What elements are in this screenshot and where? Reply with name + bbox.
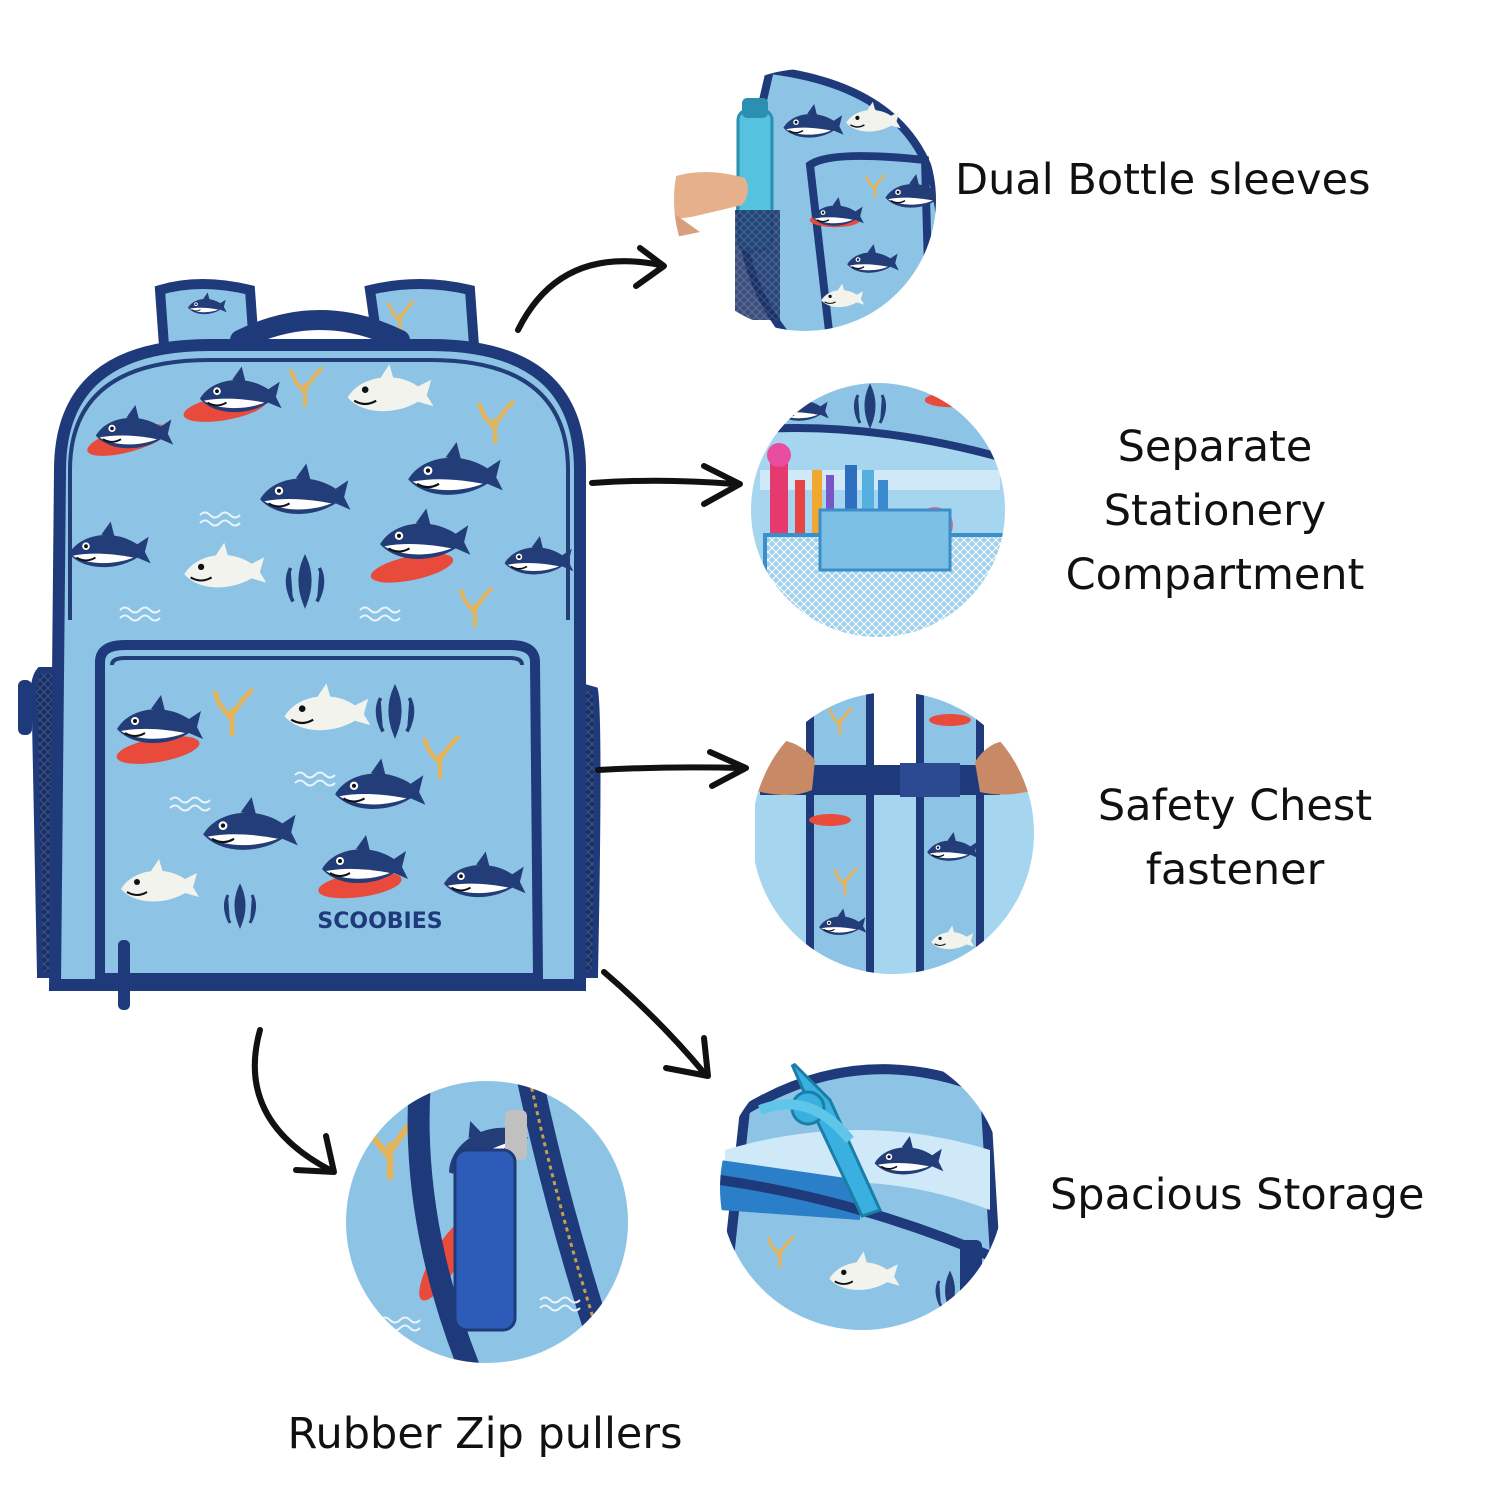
zip-pull-front	[118, 940, 130, 1010]
zip-pull-left	[18, 680, 32, 735]
detail-chest-fastener	[751, 691, 1035, 975]
arrows	[251, 245, 749, 1175]
detail-bottle-sleeve	[673, 68, 937, 332]
detail-zip-pullers	[345, 1080, 629, 1364]
arrow-to-zip	[251, 1027, 337, 1175]
arrow-to-storage	[601, 969, 711, 1079]
feature-label-bottle-sleeves: Dual Bottle sleeves	[955, 155, 1371, 205]
arrow-to-chest	[595, 749, 749, 789]
feature-label-zip-pullers: Rubber Zip pullers	[287, 1409, 683, 1459]
detail-spacious-storage	[719, 1045, 1005, 1331]
feature-label-chest-fastener: Safety Chest fastener	[1097, 781, 1373, 895]
feature-label-stationery-compartment: Separate Stationery Compartment	[1065, 422, 1365, 600]
feature-label-spacious-storage: Spacious Storage	[1050, 1170, 1425, 1220]
arrow-to-stationery	[589, 463, 743, 507]
detail-circle-rims	[344, 67, 1036, 1365]
arrow-to-bottle	[515, 245, 667, 333]
backpack-main-photo: SCOOBIES	[18, 279, 601, 1010]
brand-logo: SCOOBIES	[317, 909, 442, 934]
